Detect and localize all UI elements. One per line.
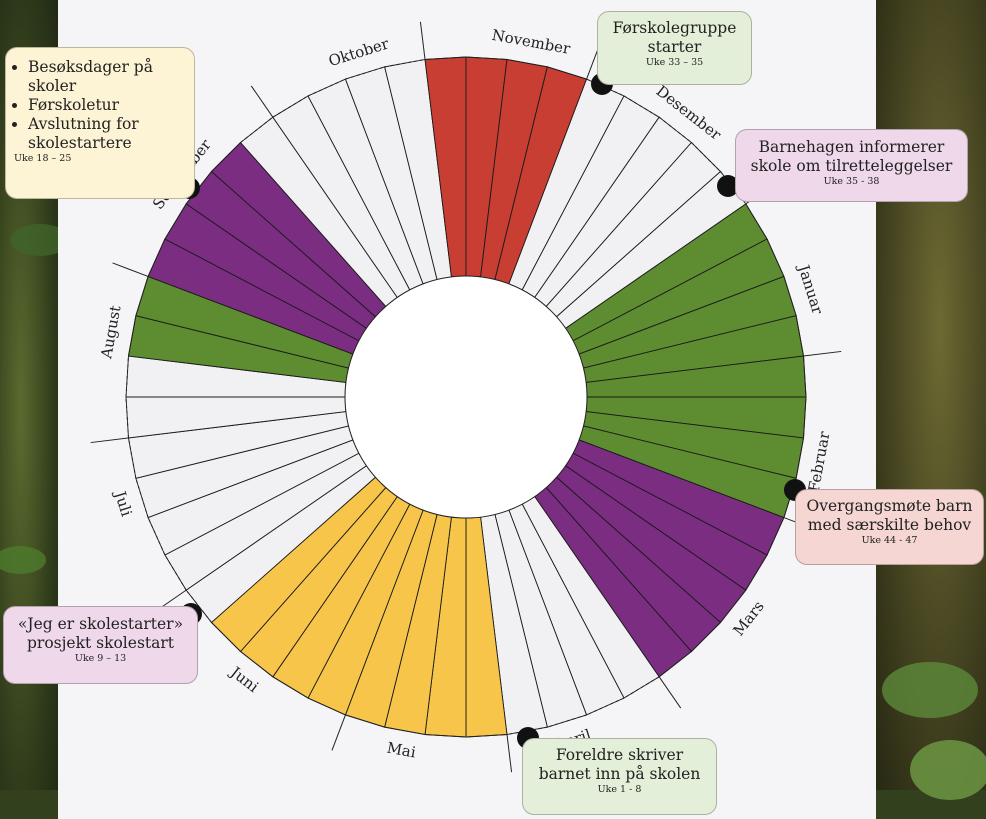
callout-list: Besøksdager på skoler Førskoletur Avslut… <box>12 58 186 153</box>
week-outer-edge <box>424 56 467 60</box>
week-outer-edge <box>465 734 508 738</box>
callout-pointer <box>717 175 739 197</box>
week-outer-edge <box>745 203 768 240</box>
week-outer-edge <box>127 315 137 357</box>
week-outer-edge <box>586 697 625 716</box>
week-outer-edge <box>766 238 785 277</box>
month-divider <box>90 437 129 444</box>
callout-weeks: Uke 33 – 35 <box>645 57 704 68</box>
callout-weeks: Uke 1 - 8 <box>597 784 642 795</box>
month-label-mai: Mai <box>385 739 417 762</box>
week-outer-edge <box>211 142 241 172</box>
callout-weeks: Uke 44 - 47 <box>861 535 918 546</box>
center-hub <box>344 275 588 519</box>
callout-skolestarter: «Jeg er skolestarter» prosjekt skolestar… <box>3 606 198 684</box>
week-outer-edge <box>345 66 385 80</box>
week-outer-edge <box>720 589 747 623</box>
week-outer-edge <box>691 622 721 652</box>
week-outer-edge <box>691 142 721 172</box>
callout-informerer: Barnehagen informerer skole om tilrettel… <box>735 129 968 202</box>
year-wheel: AugustSeptemberOktoberNovemberDesemberJa… <box>90 21 842 773</box>
callout-title: Overgangsmøte barn med særskilte behov <box>806 497 973 534</box>
callout-weeks: Uke 9 – 13 <box>74 653 127 664</box>
week-outer-edge <box>506 58 548 68</box>
callout-title: Foreldre skriver barnet inn på skolen <box>538 746 701 783</box>
week-outer-edge <box>211 622 241 652</box>
week-outer-edge <box>795 315 805 357</box>
leaf-shape <box>910 740 986 800</box>
callout-overgangsmote: Overgangsmøte barn med særskilte behov U… <box>795 489 984 565</box>
week-outer-edge <box>803 396 807 439</box>
week-outer-edge <box>547 714 587 728</box>
month-divider <box>803 350 842 357</box>
week-outer-edge <box>164 203 187 240</box>
week-outer-edge <box>307 78 346 97</box>
week-outer-edge <box>127 437 137 479</box>
month-divider <box>331 714 346 751</box>
month-divider <box>419 21 426 60</box>
week-outer-edge <box>424 734 467 738</box>
week-outer-edge <box>240 651 274 678</box>
callout-title: Førskolegruppe starter <box>612 19 737 56</box>
week-outer-edge <box>125 396 129 439</box>
callout-title: «Jeg er skolestarter» prosjekt skolestar… <box>17 615 184 652</box>
month-divider <box>506 734 513 773</box>
month-divider <box>112 262 149 277</box>
week-outer-edge <box>345 714 385 728</box>
week-outer-edge <box>147 238 166 277</box>
callout-list-item: Avslutning for skolestartere <box>28 115 186 153</box>
week-outer-edge <box>658 651 692 678</box>
week-outer-edge <box>384 726 426 736</box>
callout-title: Barnehagen informerer skole om tilrettel… <box>750 138 953 175</box>
week-outer-edge <box>147 517 166 556</box>
week-outer-edge <box>658 116 692 143</box>
week-outer-edge <box>272 95 309 118</box>
callout-weeks: Uke 18 – 25 <box>14 153 72 164</box>
callout-besoksdager: Besøksdager på skoler Førskoletur Avslut… <box>5 47 195 199</box>
week-outer-edge <box>783 276 797 316</box>
week-outer-edge <box>384 58 426 68</box>
week-outer-edge <box>766 517 785 556</box>
leaf-shape <box>882 662 978 718</box>
week-outer-edge <box>272 676 309 699</box>
callout-foreldre: Foreldre skriver barnet inn på skolen Uk… <box>522 738 717 815</box>
week-outer-edge <box>745 554 768 591</box>
week-outer-edge <box>307 697 346 716</box>
week-outer-edge <box>547 66 587 80</box>
callout-list-item: Besøksdager på skoler <box>28 58 186 96</box>
month-divider <box>658 676 682 709</box>
week-outer-edge <box>135 276 149 316</box>
month-divider <box>250 85 274 118</box>
week-outer-edge <box>465 56 508 60</box>
week-outer-edge <box>240 116 274 143</box>
callout-list-item: Førskoletur <box>28 96 186 115</box>
week-outer-edge <box>623 676 660 699</box>
week-outer-edge <box>803 355 807 398</box>
week-outer-edge <box>164 554 187 591</box>
week-outer-edge <box>795 437 805 479</box>
week-outer-edge <box>125 355 129 398</box>
leaf-shape <box>0 546 46 574</box>
week-outer-edge <box>135 478 149 518</box>
week-outer-edge <box>623 95 660 118</box>
callout-weeks: Uke 35 - 38 <box>823 176 880 187</box>
leaf-shape <box>10 224 70 256</box>
callout-forskolegruppe: Førskolegruppe starter Uke 33 – 35 <box>597 11 752 85</box>
